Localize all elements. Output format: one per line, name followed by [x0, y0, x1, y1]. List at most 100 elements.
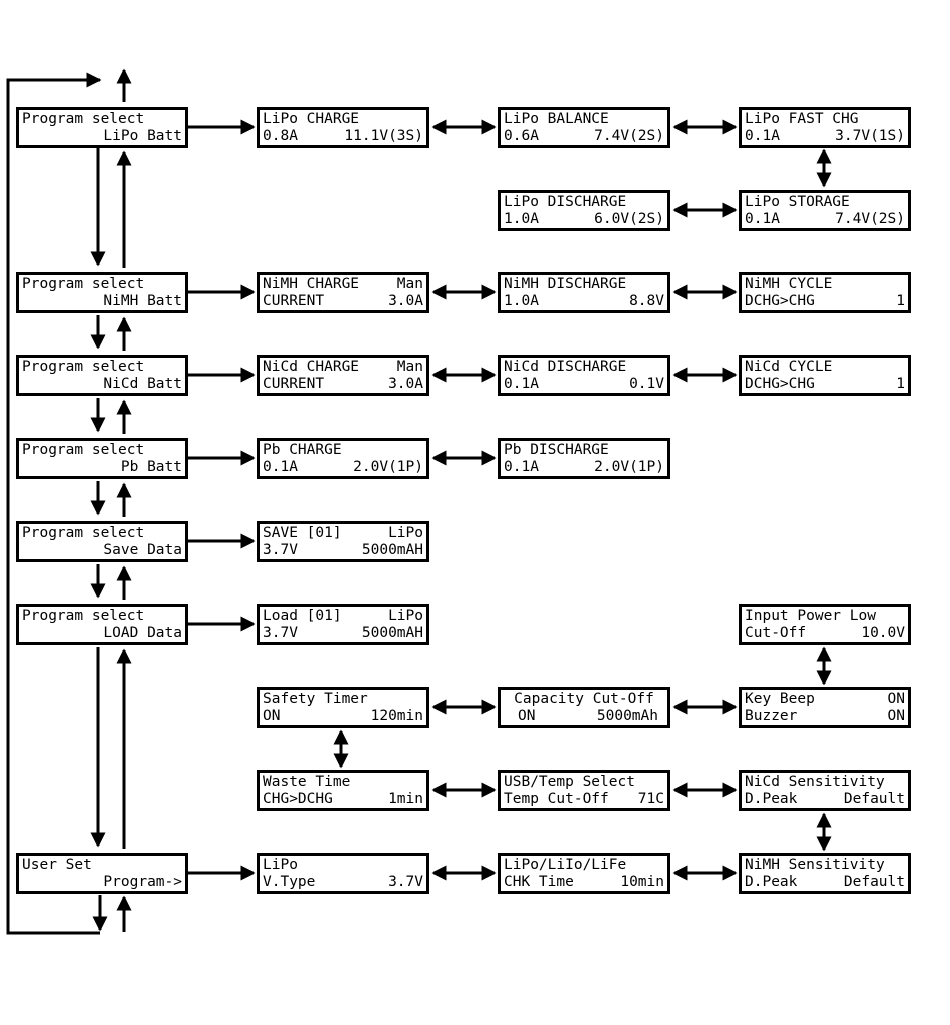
- lcd-title: LiPo STORAGE: [745, 194, 850, 210]
- lcd-value: 2.0V(1P): [353, 459, 423, 475]
- lcd-value: 0.1A: [504, 459, 539, 475]
- lcd-value: CHG>DCHG: [263, 791, 333, 807]
- lipo-balance-screen[interactable]: LiPo BALANCE 0.6A 7.4V(2S): [498, 107, 670, 148]
- pb-charge-screen[interactable]: Pb CHARGE 0.1A 2.0V(1P): [257, 438, 429, 479]
- lcd-title: LiPo BALANCE: [504, 111, 609, 127]
- lcd-title: NiCd Sensitivity: [745, 774, 885, 790]
- lcd-title: LiPo CHARGE: [263, 111, 360, 127]
- lcd-title: Pb CHARGE: [263, 442, 342, 458]
- program-select-load[interactable]: Program select LOAD Data: [16, 604, 188, 645]
- lcd-title: NiCd DISCHARGE: [504, 359, 627, 375]
- lcd-value: D.Peak: [745, 874, 798, 890]
- lcd-line: Program select: [22, 276, 145, 292]
- lcd-line: Program select: [22, 359, 145, 375]
- lcd-value: 0.8A: [263, 128, 298, 144]
- lcd-title: Input Power Low: [745, 608, 876, 624]
- lcd-value: 1min: [388, 791, 423, 807]
- lcd-value: 5000mAH: [361, 542, 423, 558]
- lcd-value: ON: [263, 708, 281, 724]
- lcd-value: 1.0A: [504, 211, 539, 227]
- lcd-title: Buzzer: [745, 708, 798, 724]
- lcd-value: 5000mAH: [361, 625, 423, 641]
- program-select-save[interactable]: Program select Save Data: [16, 521, 188, 562]
- program-select-user-set[interactable]: User Set Program->: [16, 853, 188, 894]
- program-select-nicd[interactable]: Program select NiCd Batt: [16, 355, 188, 396]
- lcd-title: LiPo DISCHARGE: [504, 194, 627, 210]
- lcd-title: Key Beep: [745, 691, 815, 707]
- lcd-title: NiMH DISCHARGE: [504, 276, 627, 292]
- lcd-title: LiPo FAST CHG: [745, 111, 859, 127]
- program-select-nimh[interactable]: Program select NiMH Batt: [16, 272, 188, 313]
- lcd-value: Default: [843, 791, 905, 807]
- lcd-value: ON: [887, 691, 905, 707]
- lcd-value: ON: [887, 708, 905, 724]
- lcd-value: CURRENT: [263, 293, 325, 309]
- lcd-value: 120min: [370, 708, 423, 724]
- chk-time-screen[interactable]: LiPo/LiIo/LiFe CHK Time 10min: [498, 853, 670, 894]
- lcd-title: LiPo: [263, 857, 298, 873]
- lcd-title: LiPo/LiIo/LiFe: [504, 857, 627, 873]
- lcd-value: 0.1V: [629, 376, 664, 392]
- waste-time-screen[interactable]: Waste Time CHG>DCHG 1min: [257, 770, 429, 811]
- lcd-value: 7.4V(2S): [594, 128, 664, 144]
- lcd-title: Load [01]: [263, 608, 342, 624]
- nimh-discharge-screen[interactable]: NiMH DISCHARGE 1.0A 8.8V: [498, 272, 670, 313]
- lcd-type: LiPo: [388, 525, 423, 541]
- lcd-title: Waste Time: [263, 774, 351, 790]
- program-select-pb[interactable]: Program select Pb Batt: [16, 438, 188, 479]
- lcd-line: LOAD Data: [103, 625, 182, 641]
- lcd-value: 5000mAh: [596, 708, 658, 724]
- lcd-value: 1.0A: [504, 293, 539, 309]
- program-select-lipo[interactable]: Program select LiPo Batt: [16, 107, 188, 148]
- lcd-line: Program select: [22, 442, 145, 458]
- lcd-value: 7.4V(2S): [835, 211, 905, 227]
- lipo-storage-screen[interactable]: LiPo STORAGE 0.1A 7.4V(2S): [739, 190, 911, 231]
- lcd-title: NiMH CHARGE: [263, 276, 360, 292]
- lcd-value: 3.0A: [388, 293, 423, 309]
- lcd-value: 0.1A: [745, 128, 780, 144]
- lcd-value: 10min: [620, 874, 664, 890]
- lcd-line: Program select: [22, 608, 145, 624]
- lcd-type: LiPo: [388, 608, 423, 624]
- lcd-line: NiMH Batt: [103, 293, 182, 309]
- lcd-value: ON: [518, 708, 536, 724]
- lcd-title: Pb DISCHARGE: [504, 442, 609, 458]
- lcd-value: 8.8V: [629, 293, 664, 309]
- lcd-title: USB/Temp Select: [504, 774, 635, 790]
- lcd-line: Program select: [22, 111, 145, 127]
- lcd-value: 1: [896, 293, 905, 309]
- lcd-mode: Man: [396, 359, 423, 375]
- lcd-line: LiPo Batt: [103, 128, 182, 144]
- lcd-value: 6.0V(2S): [594, 211, 664, 227]
- lcd-line: NiCd Batt: [103, 376, 182, 392]
- lcd-value: DCHG>CHG: [745, 293, 815, 309]
- lcd-value: 0.1A: [745, 211, 780, 227]
- lcd-title: NiMH Sensitivity: [745, 857, 885, 873]
- lipo-discharge-screen[interactable]: LiPo DISCHARGE 1.0A 6.0V(2S): [498, 190, 670, 231]
- lcd-value: 71C: [637, 791, 664, 807]
- lcd-value: CURRENT: [263, 376, 325, 392]
- lcd-value: CHK Time: [504, 874, 574, 890]
- lcd-line: Save Data: [103, 542, 182, 558]
- lcd-title: NiCd CYCLE: [745, 359, 833, 375]
- lcd-value: 0.1A: [263, 459, 298, 475]
- lcd-value: 0.6A: [504, 128, 539, 144]
